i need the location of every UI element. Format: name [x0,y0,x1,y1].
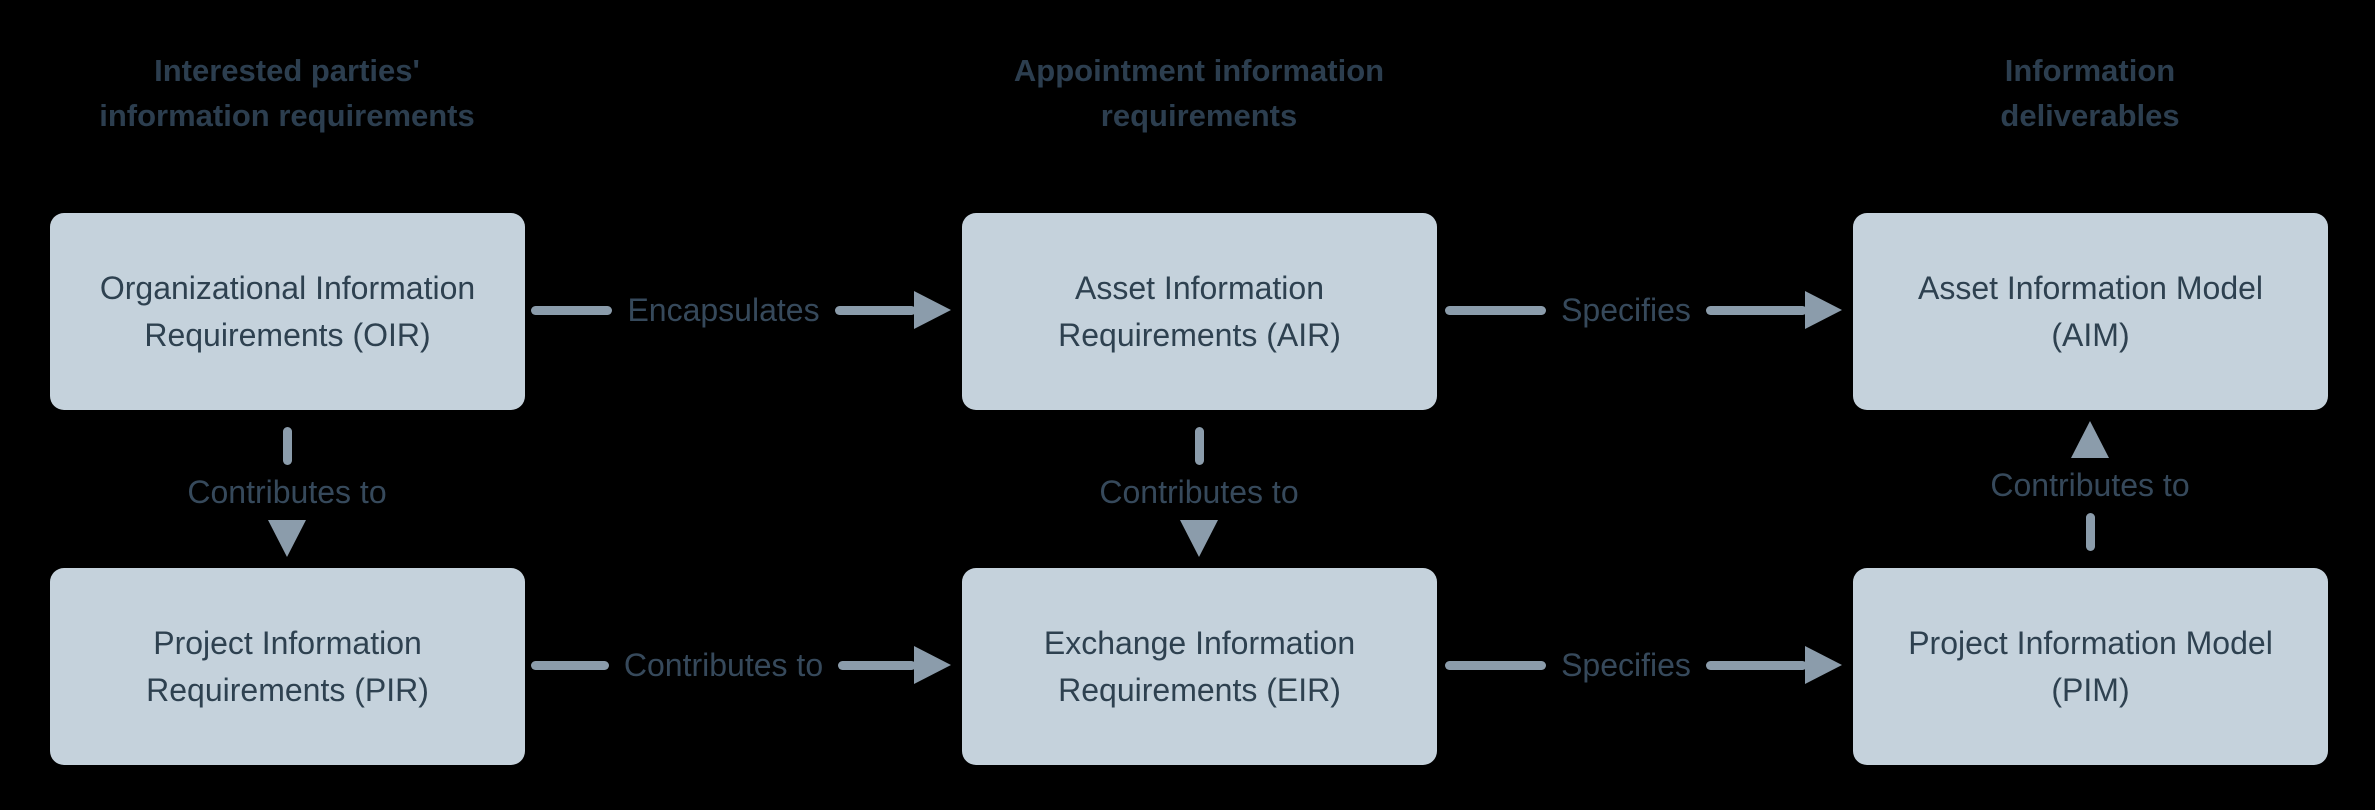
arrow-line [1705,305,1807,315]
arrow-label: Contributes to [1990,467,2190,503]
arrow-label: Encapsulates [627,291,820,328]
arrowhead-right-icon [914,646,951,684]
arrowhead-down-icon [268,520,306,557]
node-label: Project Information Requirements (PIR) [146,624,429,708]
header-line: requirements [1100,98,1298,133]
header-line: Interested parties' [154,53,420,88]
arrow-line [838,660,916,670]
node-label: Asset Information Model (AIM) [1917,269,2264,353]
column-header-appointment: Appointment information requirements [899,48,1499,138]
arrow-label: Contributes to [187,474,387,510]
arrow-line [282,427,292,465]
arrow-line [1194,427,1204,465]
node-air: Asset Information Requirements (AIR) [962,213,1437,410]
header-line: deliverables [2000,98,2180,133]
edge-pim-aim: Contributes to [1910,421,2270,551]
arrow-line [531,305,613,315]
node-label: Project Information Model (PIM) [1908,624,2273,708]
edge-air-aim: Specifies [1445,290,1842,330]
node-oir: Organizational Information Requirements … [50,213,525,410]
edge-pir-eir: Contributes to [531,645,951,685]
arrowhead-right-icon [1805,291,1842,329]
node-label: Organizational Information Requirements … [99,269,476,353]
arrowhead-right-icon [914,291,951,329]
arrow-line [1445,305,1547,315]
column-header-interested-parties: Interested parties' information requirem… [0,48,587,138]
header-line: Information [2004,53,2176,88]
arrow-label: Specifies [1561,291,1691,328]
arrow-line [1705,660,1807,670]
node-pir: Project Information Requirements (PIR) [50,568,525,765]
edge-air-eir: Contributes to [1019,427,1379,557]
node-aim: Asset Information Model (AIM) [1853,213,2328,410]
arrow-line [1445,660,1547,670]
header-line: information requirements [99,98,475,133]
edge-oir-pir: Contributes to [107,427,467,557]
header-line: Appointment information [1013,53,1385,88]
node-label: Exchange Information Requirements (EIR) [1043,624,1356,708]
node-label: Asset Information Requirements (AIR) [1058,269,1341,353]
node-pim: Project Information Model (PIM) [1853,568,2328,765]
edge-oir-air: Encapsulates [531,290,951,330]
arrowhead-up-icon [2071,421,2109,458]
column-header-deliverables: Information deliverables [1790,48,2375,138]
arrowhead-right-icon [1805,646,1842,684]
arrow-label: Contributes to [623,646,824,683]
arrow-line [834,305,916,315]
arrow-line [531,660,609,670]
arrow-line [2085,513,2095,551]
arrowhead-down-icon [1180,520,1218,557]
edge-eir-pim: Specifies [1445,645,1842,685]
node-eir: Exchange Information Requirements (EIR) [962,568,1437,765]
arrow-label: Specifies [1561,646,1691,683]
arrow-label: Contributes to [1099,474,1299,510]
